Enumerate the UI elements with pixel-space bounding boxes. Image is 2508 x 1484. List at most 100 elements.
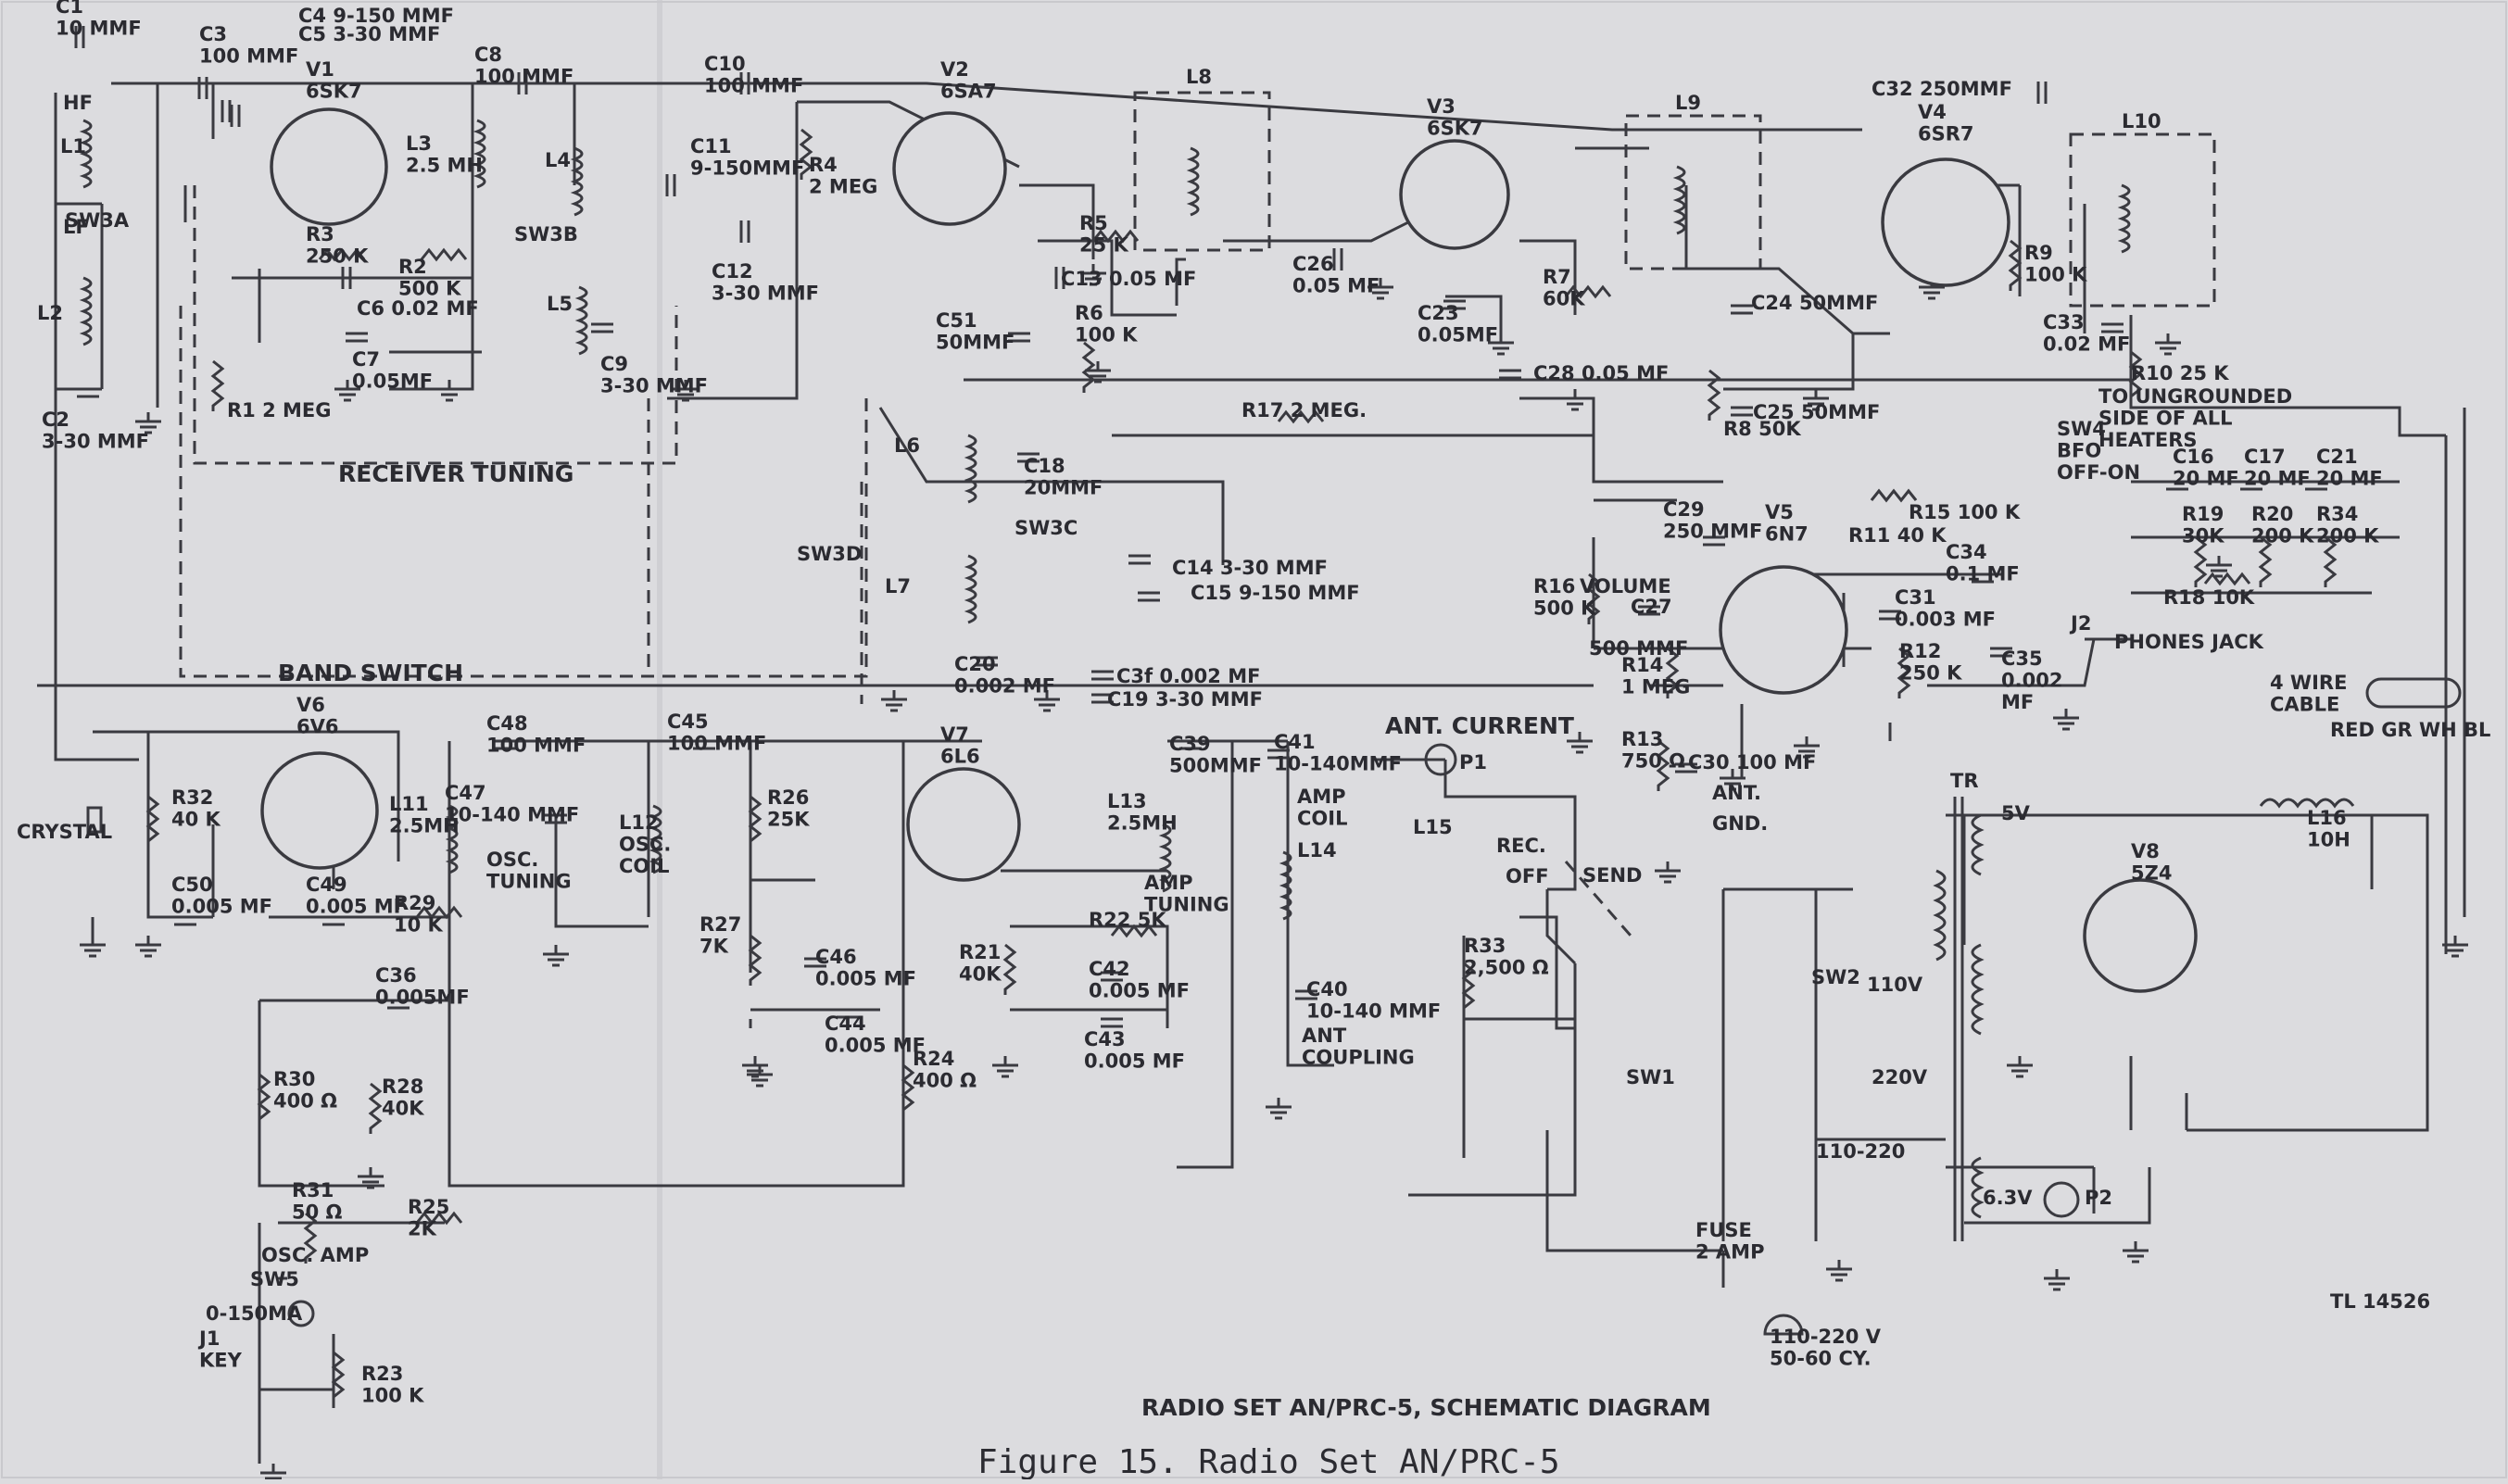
capacitor-c39-symbol [1179,739,1202,750]
coil-l5-symbol [574,285,588,356]
resistor-r27-symbol [748,934,762,986]
tube-v1 [270,107,388,226]
capacitor-c16-symbol [2166,480,2188,491]
transformer-winding [1971,943,1985,1036]
capacitor-c7-symbol [346,332,368,343]
capacitor-c49-symbol [322,915,345,926]
ground-symbol [1655,861,1681,884]
capacitor-c5-symbol [230,105,241,127]
label-tr5v: 5V [2001,802,2031,824]
capacitor-c3-symbol [197,77,208,99]
capacitor-c32-symbol [2036,82,2048,104]
capacitor-c9-symbol [591,322,613,333]
coil-l14-symbol [1279,850,1292,921]
ground-symbol [436,380,462,402]
wiring [37,82,2466,1464]
capacitor-c19-symbol [1091,693,1114,704]
coil-l9-symbol [1672,165,1686,235]
coil-l12-symbol [649,804,662,874]
label-c24: C24 50MMF [1751,292,1878,314]
resistor-r17-symbol [1277,409,1325,424]
resistor-r10-symbol [2128,350,2143,402]
capacitor-c46-symbol [804,957,826,968]
lf-band-label: LF [63,216,89,238]
resistor-r19-symbol [2193,535,2208,587]
capacitor-c44-symbol [837,1008,859,1019]
filter-choke-l16 [2259,798,2355,809]
label-c27v: 500 MMF [1589,637,1688,660]
resistor-r7-symbol [1564,284,1612,299]
antenna-terminal-label: ANT. [1712,782,1761,804]
ground-symbol [1034,690,1060,712]
capacitor-c25-symbol [1731,406,1753,417]
ground-symbol [2123,1241,2149,1264]
plate-current-meter [287,1300,315,1327]
tube-v5 [1719,565,1848,695]
ground-symbol [2206,556,2232,578]
receiver-tuning-label: RECEIVER TUNING [338,460,573,487]
capacitor-c29-symbol [1703,535,1725,547]
label-sw2b: 220V [1872,1066,1928,1088]
ground-symbol [1266,1098,1292,1120]
pilot-lamp-p2 [2043,1181,2080,1218]
resistor-r12-symbol [1897,647,1911,698]
capacitor-c3f-symbol [1091,670,1114,681]
resistor-r18-symbol [2203,572,2251,586]
capacitor-c40-symbol [1295,989,1317,1000]
label-r10: R10 25 K [2131,362,2229,384]
capacitor-c23-symbol [1443,299,1466,310]
capacitor-c50-symbol [174,915,196,926]
off-position-label: OFF [1506,865,1549,887]
antenna-current-lamp-p1 [1424,743,1457,776]
transformer-winding [1971,1156,1985,1219]
resistor-r1-symbol [210,359,225,411]
ant-current-label: ANT. CURRENT [1385,712,1574,739]
ground-symbol [1803,389,1829,411]
special-parts [86,677,2462,1336]
ground-symbol [2155,333,2181,356]
label-r22: R22 5K [1089,909,1166,931]
label-l7: L7 [885,575,911,597]
capacitor-c26-symbol [1332,248,1343,270]
ground-symbol [1720,769,1746,791]
resistor-r31-symbol [303,1212,318,1264]
label-c32: C32 250MMF [1872,78,2012,100]
capacitor-c10-symbol [739,72,750,94]
capacitor-c24-symbol [1731,304,1753,315]
ground-symbol [1794,736,1820,759]
label-sw3c: SW3C [1015,517,1078,539]
resistor-r9-symbol [2008,239,2023,291]
